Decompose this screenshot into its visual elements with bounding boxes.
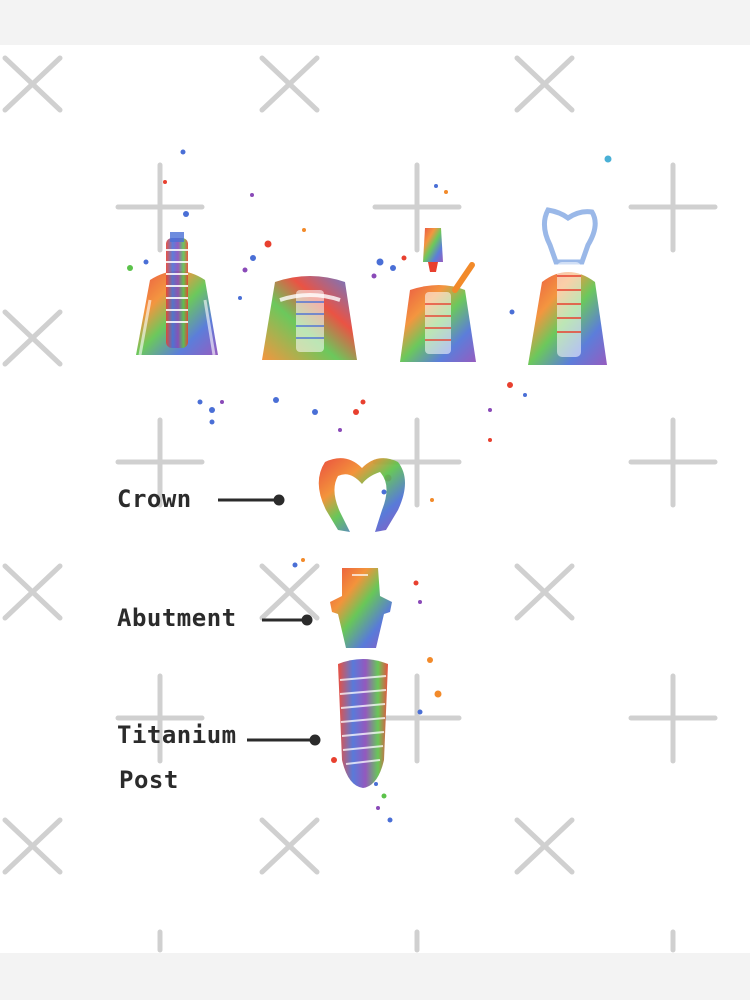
watermark-tick-marks bbox=[157, 929, 676, 953]
abutment-label: Abutment bbox=[117, 604, 237, 632]
leader-lines bbox=[218, 494, 321, 746]
watermark-x-icon bbox=[514, 563, 575, 621]
watermark-x-icon bbox=[2, 817, 63, 875]
crown-component bbox=[318, 458, 405, 532]
implant-stage-2 bbox=[262, 276, 357, 360]
watermark-plus-icon bbox=[115, 417, 205, 508]
watermark-x-icon bbox=[2, 55, 63, 113]
implant-stage-3 bbox=[400, 228, 476, 362]
post-leader-line bbox=[247, 734, 321, 746]
watermark-x-icon bbox=[514, 55, 575, 113]
paint-splatters bbox=[127, 149, 612, 823]
implant-stage-1 bbox=[136, 232, 218, 356]
watermark-x-icon bbox=[2, 563, 63, 621]
watermark-x-icon bbox=[514, 817, 575, 875]
watermark-x-icon bbox=[259, 563, 320, 621]
watermark-plus-icon bbox=[372, 162, 462, 253]
watermark-x-icon bbox=[259, 55, 320, 113]
watermark-plus-icon bbox=[628, 417, 718, 508]
watermark-x-icon bbox=[2, 309, 63, 367]
watermark-plus-icon bbox=[628, 673, 718, 764]
watermark-pattern bbox=[2, 55, 718, 953]
crown-leader-line bbox=[218, 494, 285, 506]
watermark-x-icon bbox=[259, 817, 320, 875]
implant-stage-4 bbox=[528, 207, 607, 365]
crown-label: Crown bbox=[117, 485, 192, 513]
watermark-plus-icon bbox=[372, 673, 462, 764]
watermark-plus-icon bbox=[628, 162, 718, 253]
titanium-post-component bbox=[338, 659, 388, 788]
watermark-plus-icon bbox=[115, 673, 205, 764]
watermark-plus-icon bbox=[115, 162, 205, 253]
titanium-post-label-line2: Post bbox=[119, 766, 179, 794]
print-paper bbox=[0, 45, 750, 953]
abutment-leader-line bbox=[262, 614, 313, 626]
abutment-component bbox=[330, 568, 392, 648]
titanium-post-label-line1: Titanium bbox=[117, 721, 237, 749]
